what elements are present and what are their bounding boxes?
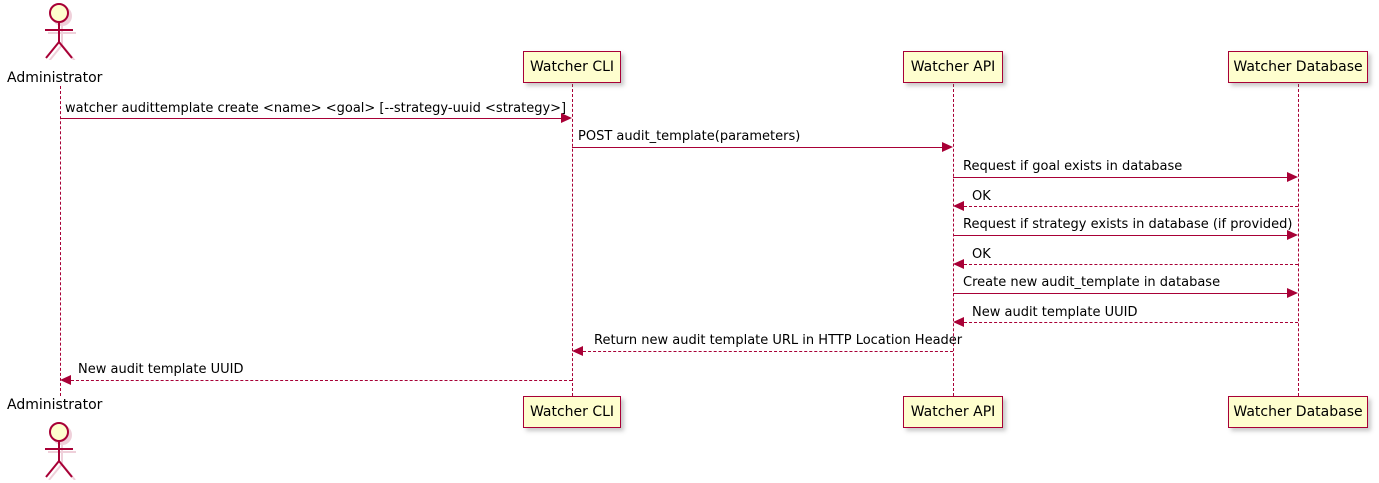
message-line-1 bbox=[60, 118, 561, 119]
message-arrowhead-8 bbox=[953, 317, 964, 327]
message-arrowhead-7 bbox=[1287, 288, 1298, 298]
message-line-7 bbox=[953, 293, 1287, 294]
lifeline-administrator bbox=[60, 86, 61, 396]
message-label-10: New audit template UUID bbox=[78, 362, 244, 377]
lifeline-watcher-database bbox=[1298, 84, 1299, 396]
actor-administrator-bottom-figure bbox=[45, 422, 76, 480]
message-label-1: watcher audittemplate create <name> <goa… bbox=[65, 101, 567, 116]
message-arrowhead-4 bbox=[953, 201, 964, 211]
message-line-2 bbox=[572, 147, 942, 148]
participant-watcher-cli-top[interactable]: Watcher CLI bbox=[523, 51, 621, 83]
message-line-5 bbox=[953, 235, 1287, 236]
message-arrowhead-3 bbox=[1287, 172, 1298, 182]
actor-administrator-top-label: Administrator bbox=[7, 70, 103, 86]
participant-watcher-database-bottom[interactable]: Watcher Database bbox=[1228, 396, 1368, 428]
participant-watcher-cli-bottom[interactable]: Watcher CLI bbox=[523, 396, 621, 428]
message-arrowhead-6 bbox=[953, 259, 964, 269]
lifeline-watcher-cli bbox=[572, 84, 573, 396]
message-arrowhead-10 bbox=[60, 375, 71, 385]
lifeline-watcher-api bbox=[953, 84, 954, 396]
participant-watcher-api-bottom[interactable]: Watcher API bbox=[903, 396, 1003, 428]
message-arrowhead-5 bbox=[1287, 230, 1298, 240]
message-arrowhead-9 bbox=[572, 346, 583, 356]
message-arrowhead-2 bbox=[942, 142, 953, 152]
message-line-3 bbox=[953, 177, 1287, 178]
message-line-6 bbox=[964, 264, 1298, 265]
message-label-4: OK bbox=[972, 189, 991, 204]
message-label-3: Request if goal exists in database bbox=[963, 159, 1183, 174]
message-label-8: New audit template UUID bbox=[972, 305, 1138, 320]
message-line-4 bbox=[964, 206, 1298, 207]
message-line-10 bbox=[71, 380, 572, 381]
participant-watcher-api-top[interactable]: Watcher API bbox=[903, 51, 1003, 83]
message-arrowhead-1 bbox=[561, 113, 572, 123]
message-label-2: POST audit_template(parameters) bbox=[578, 129, 801, 144]
actor-administrator-top-figure bbox=[45, 3, 76, 60]
message-label-6: OK bbox=[972, 247, 991, 262]
actor-administrator-bottom-label: Administrator bbox=[7, 397, 103, 413]
participant-watcher-database-top[interactable]: Watcher Database bbox=[1228, 51, 1368, 83]
message-line-9 bbox=[583, 351, 953, 352]
message-line-8 bbox=[964, 322, 1298, 323]
message-label-7: Create new audit_template in database bbox=[963, 275, 1221, 290]
message-label-9: Return new audit template URL in HTTP Lo… bbox=[594, 333, 963, 348]
message-label-5: Request if strategy exists in database (… bbox=[963, 217, 1293, 232]
